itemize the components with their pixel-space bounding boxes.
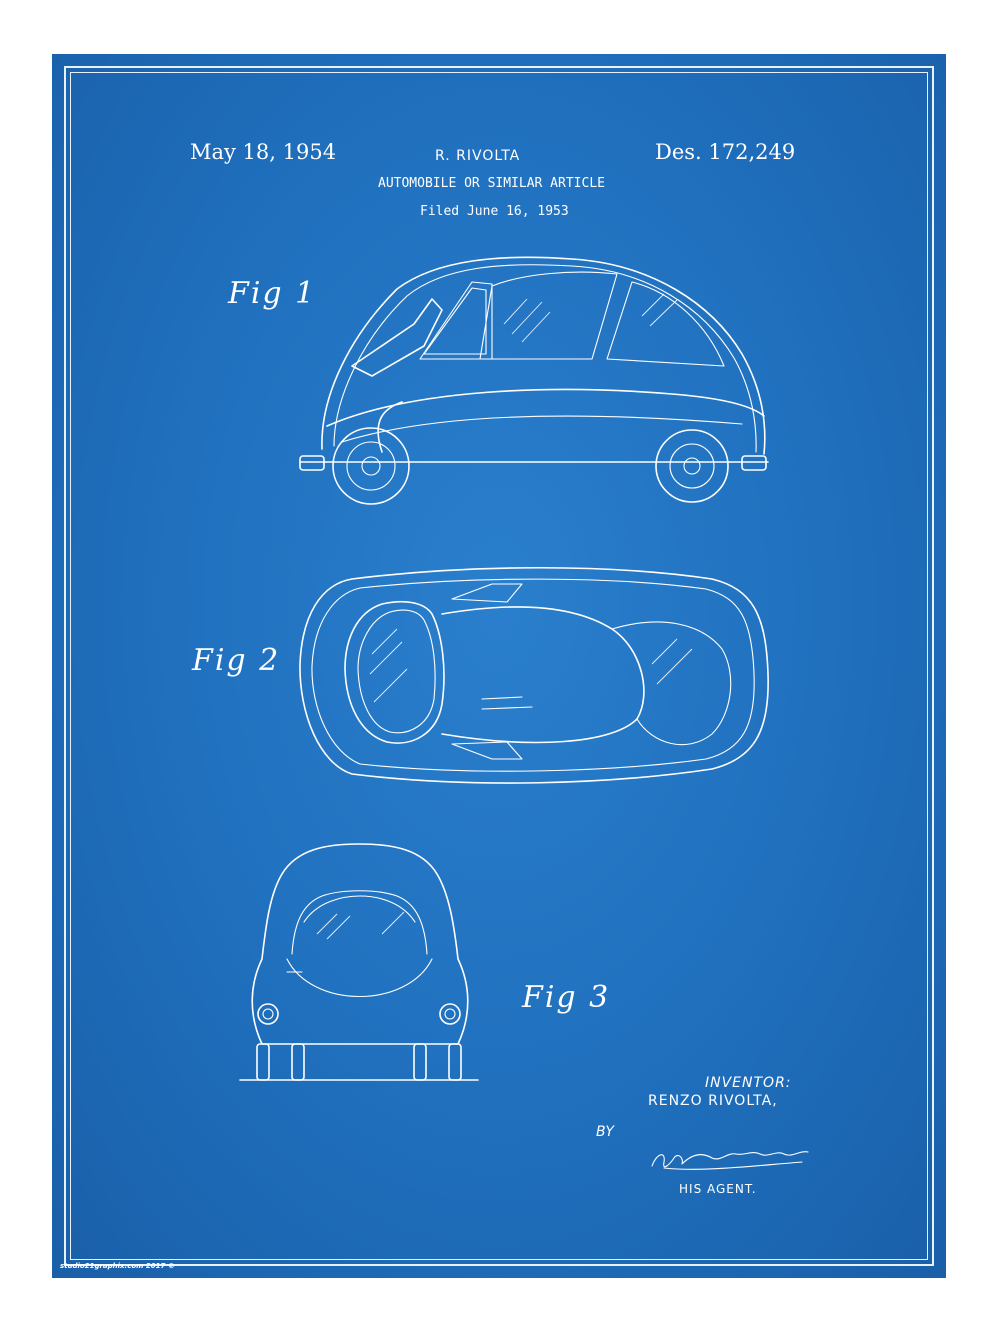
inventor-label: INVENTOR: — [705, 1075, 792, 1091]
fig2-label: Fig 2 — [192, 643, 281, 678]
fig1-label: Fig 1 — [228, 276, 317, 311]
car-top-view-drawing — [299, 566, 769, 784]
patent-date: May 18, 1954 — [190, 140, 337, 164]
by-label: BY — [596, 1124, 614, 1140]
blueprint-poster: May 18, 1954 R. RIVOLTA Des. 172,249 AUT… — [52, 54, 946, 1278]
outer-border — [64, 66, 934, 1266]
agent-signature — [651, 1151, 809, 1170]
inventor-heading: R. RIVOLTA — [435, 148, 521, 164]
agent-label: HIS AGENT. — [679, 1182, 757, 1196]
patent-title: AUTOMOBILE OR SIMILAR ARTICLE — [378, 176, 605, 191]
patent-drawings — [239, 256, 809, 1170]
inventor-name: RENZO RIVOLTA, — [648, 1093, 778, 1109]
filed-date: Filed June 16, 1953 — [420, 204, 569, 219]
credit-text: studio21graphix.com 2017 © — [60, 1262, 175, 1270]
inner-border — [70, 72, 928, 1260]
car-front-view-drawing — [239, 843, 479, 1081]
fig3-label: Fig 3 — [522, 980, 611, 1015]
patent-number: Des. 172,249 — [655, 140, 796, 164]
car-side-view-drawing — [299, 256, 769, 505]
